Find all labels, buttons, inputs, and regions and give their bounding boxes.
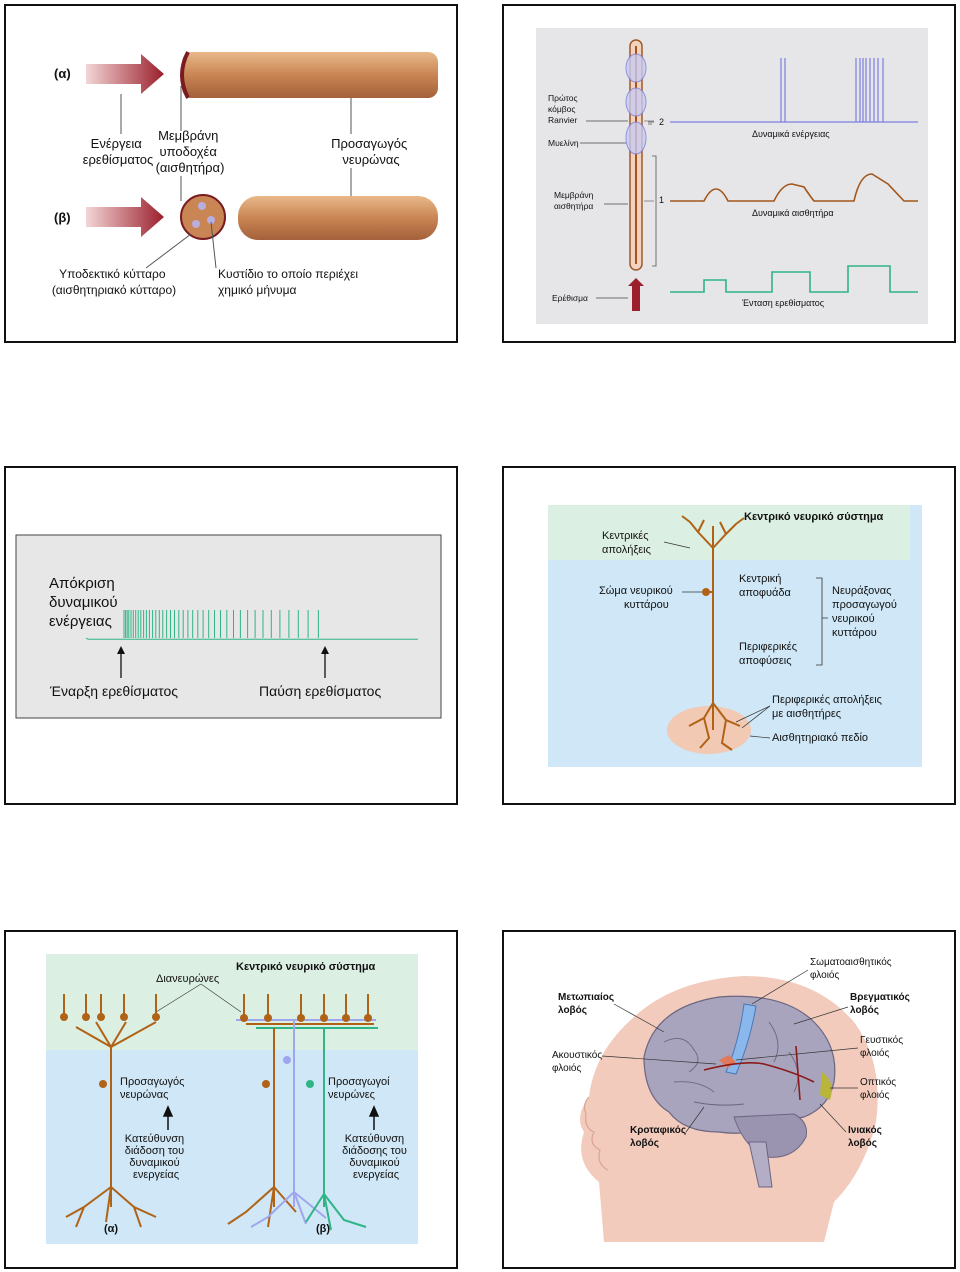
afferent-single-label: Προσαγωγός νευρώνας xyxy=(120,1076,188,1101)
myelin-segment xyxy=(625,87,647,117)
direction-arrow-a xyxy=(162,1105,174,1130)
stimulus-stop-label: Παύση ερεθίσματος xyxy=(259,683,381,699)
receptor-membrane-label: Μεμβράνη υποδοχέα (αισθητήρα) xyxy=(156,128,225,175)
panel-a-label: (α) xyxy=(104,1223,118,1235)
vesicle-label: Κυστίδιο το οποίο περιέχει χημικό μήνυμα xyxy=(218,267,361,297)
afferent-plural-label: Προσαγωγοί νευρώνες xyxy=(328,1076,393,1101)
axon-label: Νευράξονας προσαγωγού νευρικού κυττάρου xyxy=(832,585,900,639)
lobe-boundaries xyxy=(703,1045,815,1101)
somatosensory-label: Σωματοαισθητικός φλοιός xyxy=(810,956,894,981)
occipital-label: Ινιακός λοβός xyxy=(848,1125,885,1149)
afferent-neuron-label: Προσαγωγός νευρώνας xyxy=(331,136,411,167)
slide-receptive-field: Κεντρικό νευρικό σύστημα Κεντρικές απολή… xyxy=(502,466,956,805)
afferent-neuron-a xyxy=(63,994,157,1228)
vesicle xyxy=(207,216,215,224)
direction-arrow-b xyxy=(368,1105,380,1130)
central-endings-label: Κεντρικές απολήξεις xyxy=(602,530,652,556)
receptor-potentials-label: Δυναμικά αισθητήρα xyxy=(752,208,834,218)
direction-b-label: Κατεύθυνση διάδοσης του δυναμικού ενεργε… xyxy=(342,1133,410,1181)
marker-2: 2 xyxy=(659,117,664,127)
stimulus-arrow xyxy=(628,274,644,311)
visual-label: Οπτικός φλοιός xyxy=(860,1076,899,1101)
noise-baseline xyxy=(85,637,418,640)
auditory-label: Ακουστικός φλοιός xyxy=(552,1049,605,1074)
receptor-potentials-figure: Πρώτος κόμβος Ranvier Μυελίνη Μεμβράνη α… xyxy=(536,28,928,324)
cell-body xyxy=(702,588,710,596)
central-branch-label: Κεντρική αποφυάδα xyxy=(739,573,792,599)
action-potential-trace xyxy=(670,58,918,123)
label-a: (α) xyxy=(54,66,71,81)
afferent-neuron xyxy=(681,515,745,751)
label-b: (β) xyxy=(54,210,71,225)
brain-lobes-figure: Σωματοαισθητικός φλοιός Μετωπιαίος λοβός… xyxy=(548,954,924,1244)
gustatory-label: Γευστικός φλοιός xyxy=(860,1034,906,1059)
peripheral-branches-label: Περιφερικές αποφύσεις xyxy=(739,641,800,667)
afferent-axon-a xyxy=(182,52,438,98)
convergence-figure: Κεντρικό νευρικό σύστημα Διανευρώνες Προ… xyxy=(46,954,418,1244)
afferent-neurons-b xyxy=(227,1019,378,1231)
myelin-label: Μυελίνη xyxy=(548,138,579,148)
response-title: Απόκριση δυναμικού ενέργειας xyxy=(49,575,122,630)
receptive-field-area xyxy=(667,706,751,754)
parietal-label: Βρεγματικός λοβός xyxy=(850,992,913,1016)
receptive-field-figure: Κεντρικό νευρικό σύστημα Κεντρικές απολή… xyxy=(548,505,922,767)
temporal-label: Κροταφικός λοβός xyxy=(630,1125,689,1149)
stimulus-arrow-b xyxy=(86,197,164,237)
action-potentials-label: Δυναμικά ενέργειας xyxy=(752,129,830,139)
stimulus-intensity-label: Ένταση ερεθίσματος xyxy=(741,298,825,308)
action-potential-response-figure: Απόκριση δυναμικού ενέργειας Έναρξη ερεθ… xyxy=(15,534,442,719)
action-potential-train xyxy=(85,610,418,640)
myelin-segment xyxy=(625,53,647,83)
panel-b-label: (β) xyxy=(316,1223,330,1235)
stop-arrow xyxy=(321,646,329,654)
slide-action-potential-response: Απόκριση δυναμικού ενέργειας Έναρξη ερεθ… xyxy=(4,466,458,805)
peripheral-endings-label: Περιφερικές απολήξεις με αισθητήρες xyxy=(772,694,885,720)
receptor-types-figure: (α) Ενέργεια ερεθίσματος Μεμβράνη υποδοχ… xyxy=(36,46,438,301)
slide-convergence: Κεντρικό νευρικό σύστημα Διανευρώνες Προ… xyxy=(4,930,458,1269)
stimulus-start-label: Έναρξη ερεθίσματος xyxy=(49,683,178,699)
visual-cortex xyxy=(820,1072,832,1100)
slide-receptor-potentials: Πρώτος κόμβος Ranvier Μυελίνη Μεμβράνη α… xyxy=(502,4,956,343)
receptor-membrane-a xyxy=(180,51,190,99)
slide-brain-lobes: Σωματοαισθητικός φλοιός Μετωπιαίος λοβός… xyxy=(502,930,956,1269)
myelin-segment xyxy=(625,121,647,155)
brainstem xyxy=(748,1141,773,1188)
cell-body-label: Σώμα νευρικού κυττάρου xyxy=(599,585,676,611)
vesicle xyxy=(198,202,206,210)
stimulus-arrow-a xyxy=(86,54,164,94)
afferent-axon-b xyxy=(238,196,438,240)
cell-body-a xyxy=(99,1080,107,1088)
stimulus-label: Ερέθισμα xyxy=(552,293,588,303)
start-arrow xyxy=(117,646,125,654)
receptive-field-label: Αισθητηριακό πεδίο xyxy=(772,732,868,744)
receptor-potential-trace xyxy=(670,173,918,202)
vesicle xyxy=(192,220,200,228)
receptor-cell xyxy=(180,194,226,240)
receptor-cell-label: Υποδεκτικό κύτταρο (αισθητηριακό κύτταρο… xyxy=(52,267,176,297)
slide-receptor-types: (α) Ενέργεια ερεθίσματος Μεμβράνη υποδοχ… xyxy=(4,4,458,343)
interneurons-label: Διανευρώνες xyxy=(156,973,219,985)
cns-title: Κεντρικό νευρικό σύστημα xyxy=(236,961,376,973)
somatosensory-cortex xyxy=(725,1003,757,1075)
stimulus-intensity-trace xyxy=(670,265,918,293)
sensor-membrane-label: Μεμβράνη αισθητήρα xyxy=(554,190,596,211)
cns-title: Κεντρικό νευρικό σύστημα xyxy=(744,511,884,523)
direction-a-label: Κατεύθυνση διάδοση του δυναμικού ενεργεί… xyxy=(125,1133,188,1181)
marker-1: 1 xyxy=(659,195,664,205)
stimulus-energy-label: Ενέργεια ερεθίσματος xyxy=(83,136,154,167)
first-node-label: Πρώτος κόμβος Ranvier xyxy=(548,93,580,125)
frontal-label: Μετωπιαίος λοβός xyxy=(558,992,617,1016)
